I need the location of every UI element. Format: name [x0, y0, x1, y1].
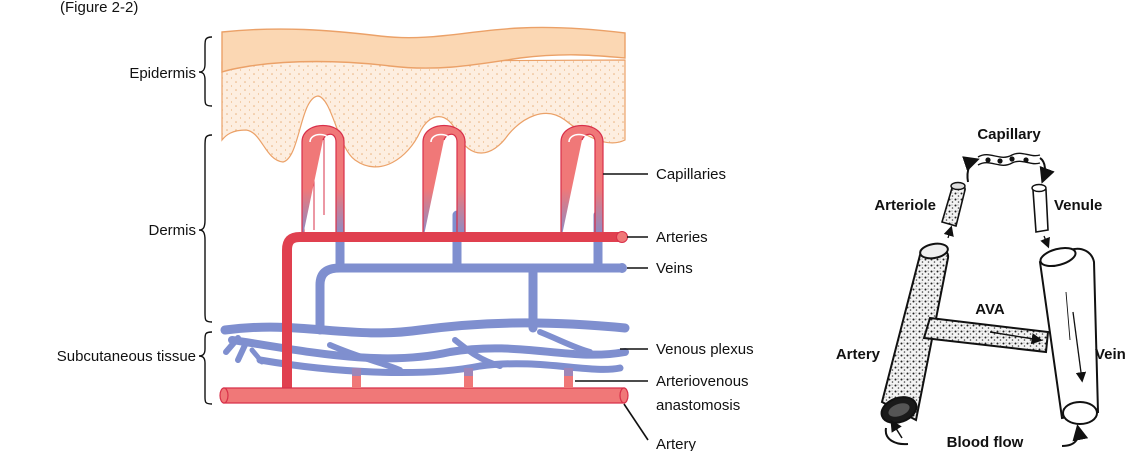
capillary-segment — [978, 153, 1040, 165]
venule-tube — [1033, 186, 1048, 233]
layer-braces — [199, 37, 212, 404]
figure-caption-fragment: (Figure 2-2) — [60, 0, 138, 16]
capillary-label: Capillary — [977, 126, 1041, 143]
venous-plexus-label: Venous plexus — [656, 341, 754, 358]
capillaries-label: Capillaries — [656, 166, 726, 183]
dermis-label: Dermis — [149, 222, 197, 239]
arteriovenous-label-line1: Arteriovenous — [656, 373, 749, 390]
arteriole-tube — [942, 184, 965, 226]
main-artery — [224, 388, 624, 403]
subcutaneous-tissue-label: Subcutaneous tissue — [57, 348, 196, 365]
arteries-label: Arteries — [656, 229, 708, 246]
venule-label: Venule — [1054, 197, 1102, 214]
arteriovenous-label-line2: anastomosis — [656, 397, 740, 414]
arteriole-label: Arteriole — [874, 197, 936, 214]
blood-flow-label: Blood flow — [947, 434, 1024, 451]
ava-label: AVA — [975, 301, 1005, 318]
ava-connector — [924, 318, 1048, 352]
artery-network — [220, 232, 628, 404]
epidermis-label: Epidermis — [129, 65, 196, 82]
artery-label: Artery — [656, 436, 697, 451]
vein-label: Vein — [1095, 346, 1126, 363]
artery-label-ava: Artery — [836, 346, 881, 363]
veins-label: Veins — [656, 260, 693, 277]
